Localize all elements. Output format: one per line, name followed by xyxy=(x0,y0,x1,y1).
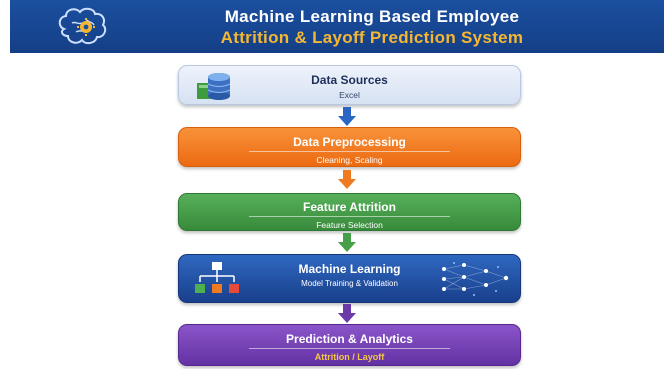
stage-title: Feature Attrition xyxy=(303,200,396,214)
title-line-2: Attrition & Layoff Prediction System xyxy=(220,28,524,47)
brain-gear-icon xyxy=(58,7,107,45)
stage-title: Data Sources xyxy=(311,73,388,87)
stage-subtitle: Model Training & Validation xyxy=(301,279,398,288)
stage-subtitle: Excel xyxy=(339,90,360,100)
header-banner: Machine Learning Based Employee Attritio… xyxy=(10,0,664,53)
database-icon xyxy=(197,73,231,100)
stage-title: Machine Learning xyxy=(298,262,401,276)
flow-arrow-down-icon xyxy=(338,233,356,252)
flow-arrow-down-icon xyxy=(338,304,356,323)
stage-divider xyxy=(249,151,450,152)
neural-network-icon xyxy=(442,262,509,296)
stage-divider xyxy=(249,348,450,349)
stage-subtitle: Feature Selection xyxy=(316,220,383,230)
stage-subtitle: Attrition / Layoff xyxy=(314,352,385,362)
stage-title: Data Preprocessing xyxy=(293,135,406,149)
flow-arrow-down-icon xyxy=(338,170,356,189)
hierarchy-icon xyxy=(195,262,239,293)
stage-feature-attrition: Feature Attrition Feature Selection xyxy=(178,193,521,231)
flow-arrow-down-icon xyxy=(338,107,356,126)
stage-divider xyxy=(249,216,450,217)
stage-data-sources: Data Sources Excel xyxy=(178,65,521,105)
title-line-1: Machine Learning Based Employee xyxy=(224,7,520,26)
stage-title: Prediction & Analytics xyxy=(286,332,413,346)
stage-data-preprocessing: Data Preprocessing Cleaning, Scaling xyxy=(178,127,521,167)
stage-prediction-analytics: Prediction & Analytics Attrition / Layof… xyxy=(178,324,521,366)
stage-subtitle: Cleaning, Scaling xyxy=(316,155,383,165)
